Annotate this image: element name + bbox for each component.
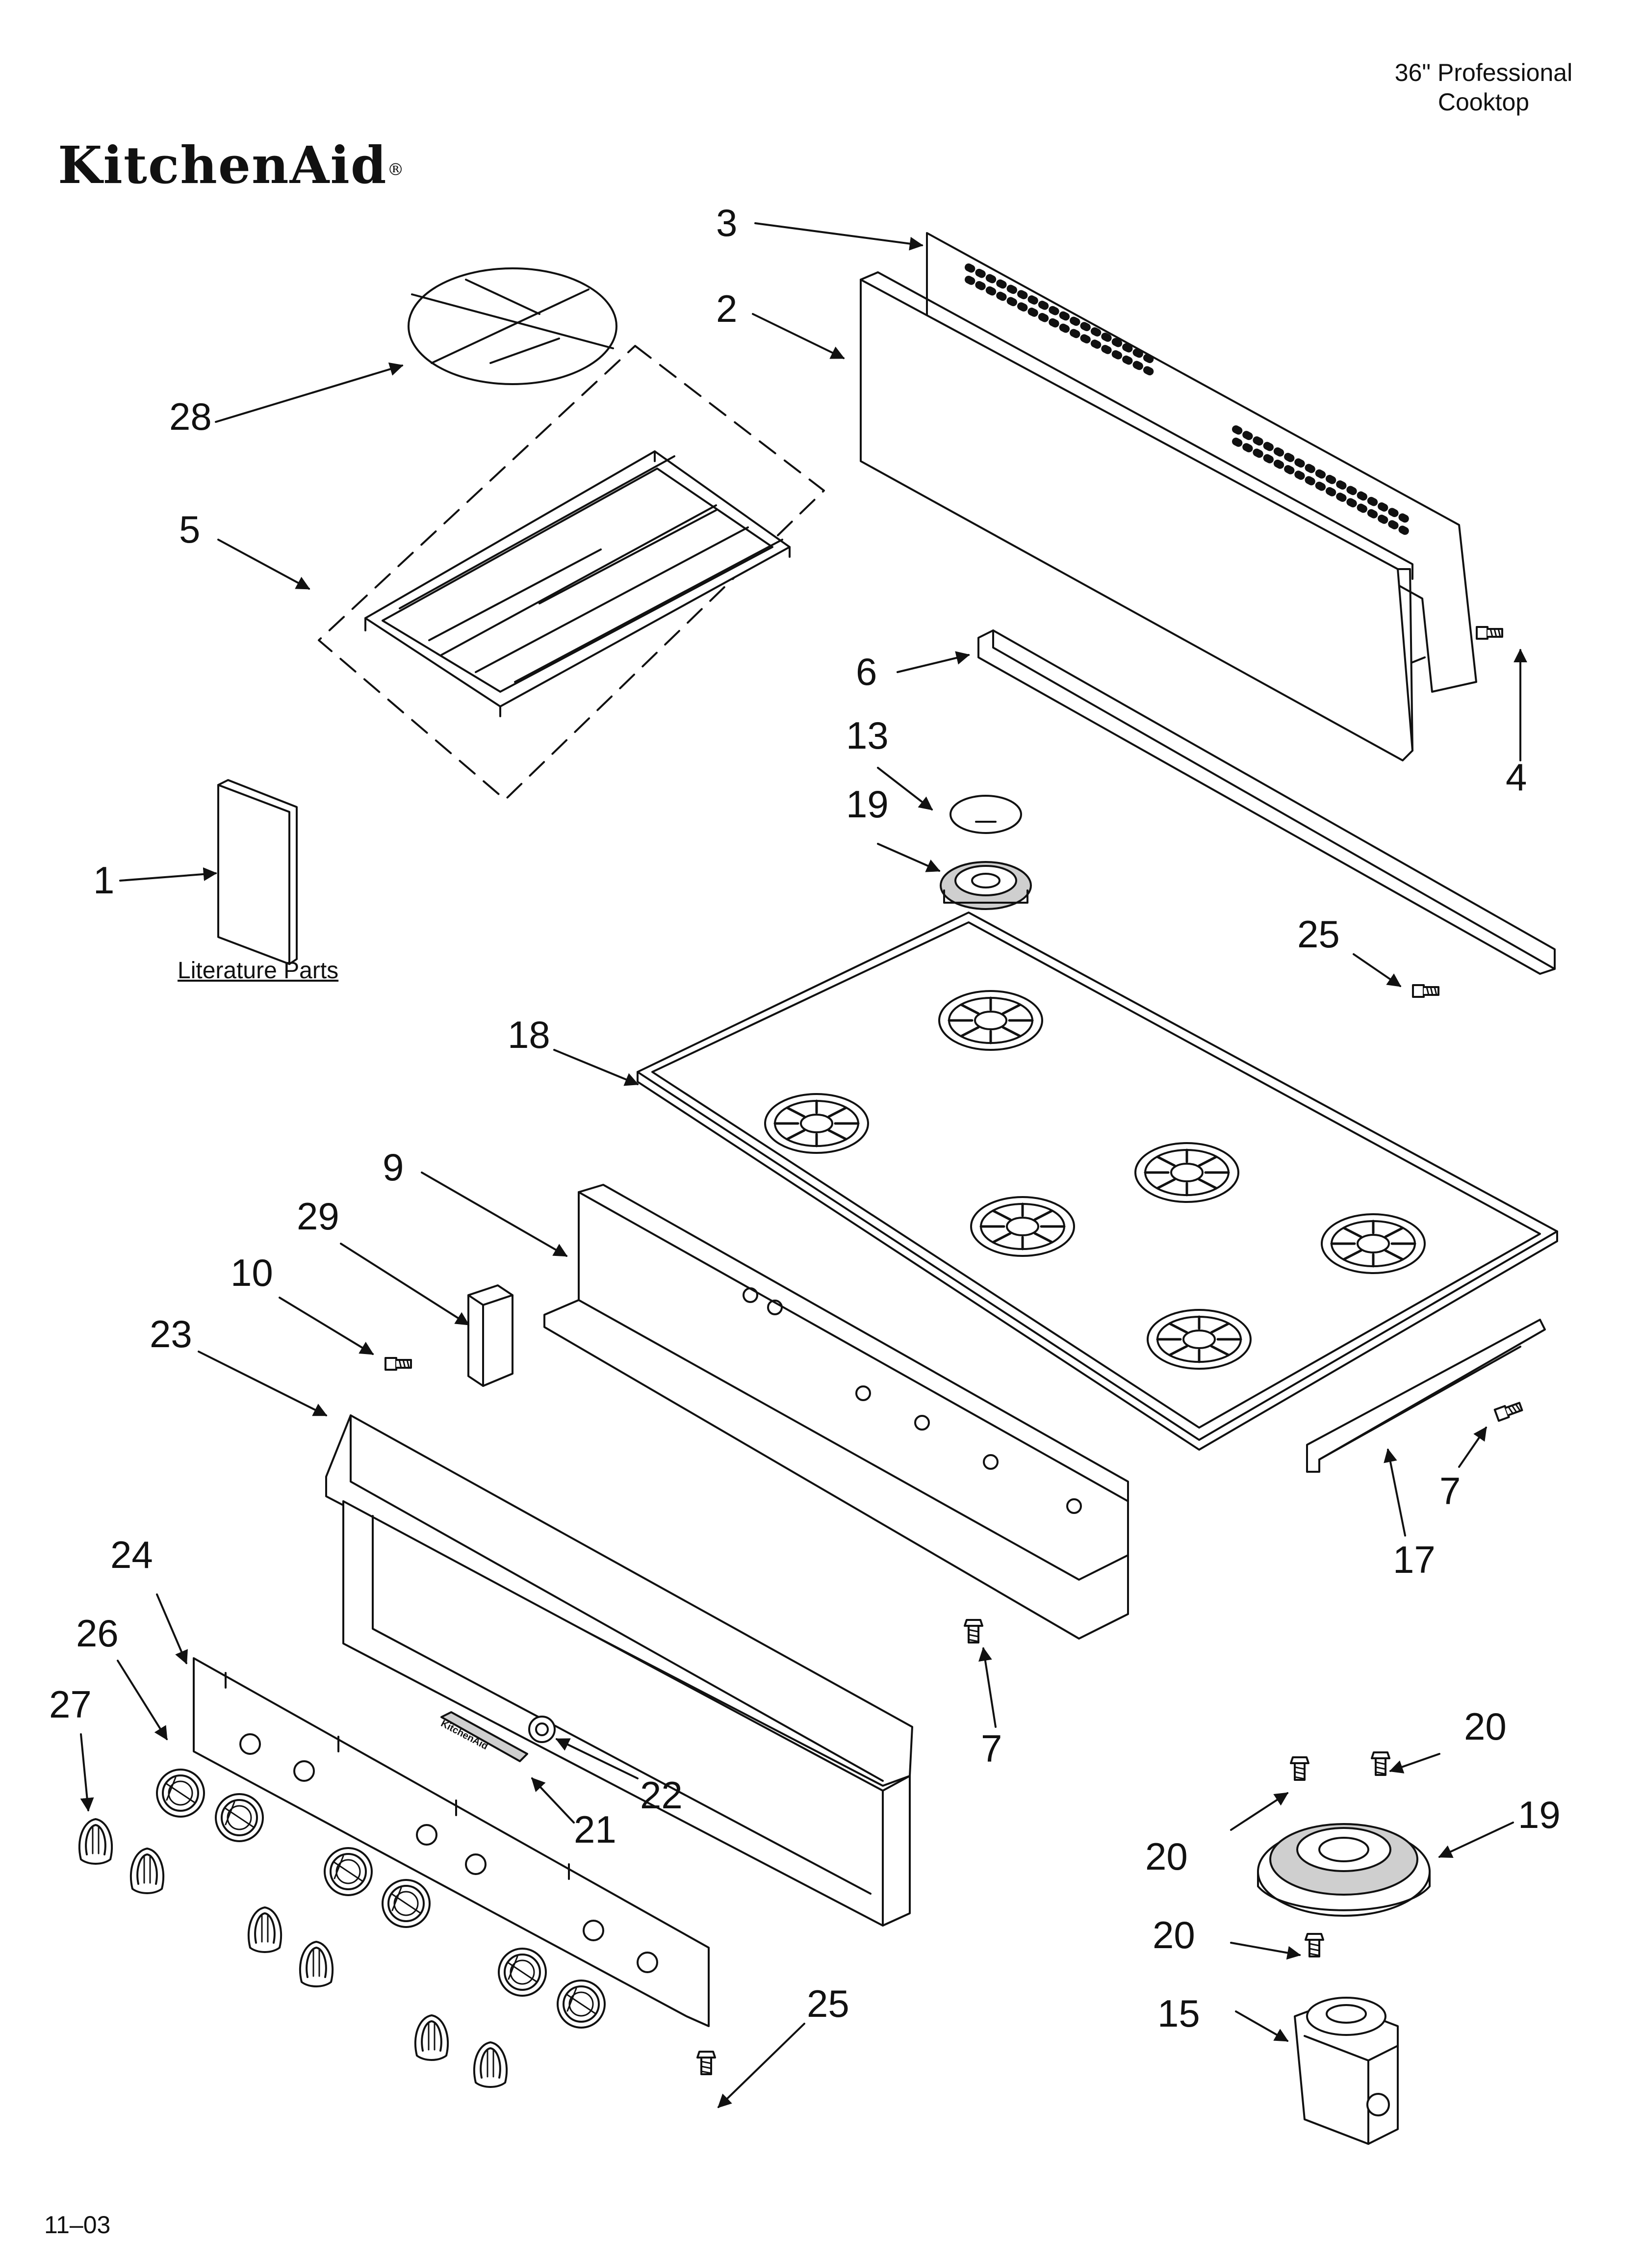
callout-1: 1 — [93, 859, 115, 902]
control-bracket-part-9 — [543, 1184, 1129, 1666]
callout-13: 13 — [846, 714, 889, 757]
backguard-part-2 — [860, 271, 1426, 761]
callout-3: 3 — [716, 201, 738, 244]
subtitle-line-2: Cooktop — [1437, 88, 1530, 116]
callout-25-bottom: 25 — [807, 1982, 849, 2025]
callout-26: 26 — [76, 1612, 119, 1655]
callout-4: 4 — [1506, 756, 1527, 799]
callout-19-bottom: 19 — [1518, 1793, 1561, 1836]
screw-part-10 — [385, 1357, 412, 1371]
screw-part-25-top — [1412, 984, 1439, 998]
callout-5: 5 — [179, 508, 201, 551]
callout-24: 24 — [110, 1533, 153, 1576]
manifold-panel-part-23 — [325, 1414, 913, 1927]
screw-part-7-bottom — [964, 1619, 983, 1643]
subtitle-line-1: 36" Professional — [1394, 59, 1573, 86]
callout-29: 29 — [297, 1195, 339, 1238]
screw-part-20-a — [1290, 1756, 1309, 1781]
screw-part-4 — [1476, 626, 1503, 640]
callout-7-right: 7 — [1439, 1469, 1461, 1512]
callout-19-top: 19 — [846, 782, 889, 826]
control-panel-part-24 — [193, 1657, 710, 2027]
callout-20-b: 20 — [1145, 1835, 1188, 1878]
callout-25-top: 25 — [1297, 912, 1340, 956]
callout-23: 23 — [150, 1312, 192, 1356]
brand-logo: KitchenAid® — [58, 140, 405, 191]
callout-20-c: 20 — [1153, 1913, 1195, 1956]
screw-part-20-c — [1305, 1933, 1324, 1957]
nameplate-badge-part-21 — [440, 1711, 528, 1762]
burner-base-part-15 — [1294, 1997, 1399, 2145]
page-subtitle: 36" Professional Cooktop — [1368, 58, 1599, 117]
callout-28: 28 — [169, 395, 212, 438]
callout-6: 6 — [856, 650, 877, 693]
callout-17: 17 — [1393, 1538, 1436, 1581]
registered-mark: ® — [387, 159, 405, 180]
nut-part-22 — [528, 1716, 556, 1743]
callout-7-bottom: 7 — [981, 1727, 1002, 1770]
callout-15: 15 — [1157, 1992, 1200, 2035]
burner-head-part-19-bottom — [1257, 1823, 1431, 1917]
surface-grate-part-5 — [318, 345, 825, 801]
screw-part-20-b — [1371, 1751, 1390, 1776]
callout-20-a: 20 — [1464, 1705, 1507, 1748]
callout-27: 27 — [49, 1683, 92, 1726]
callout-10: 10 — [231, 1251, 273, 1294]
grate-pad-part-28 — [408, 267, 617, 385]
burner-cap-part-13 — [949, 795, 1022, 834]
screw-part-7-right — [1493, 1400, 1524, 1422]
callout-2: 2 — [716, 287, 738, 330]
callout-22: 22 — [640, 1773, 683, 1817]
screw-part-25-bottom — [696, 2051, 716, 2075]
callout-9: 9 — [383, 1146, 404, 1189]
side-trim-strip-part-17 — [1306, 1319, 1546, 1473]
brand-logo-text: KitchenAid — [58, 135, 387, 195]
burner-head-part-19-top — [940, 861, 1032, 910]
leader-arrows — [80, 222, 1527, 2108]
rear-trim-bar-part-6 — [977, 629, 1556, 975]
spark-module-part-29 — [467, 1284, 513, 1387]
literature-parts-part-1 — [217, 779, 298, 965]
date-code: 11–03 — [44, 2211, 111, 2239]
callout-21: 21 — [574, 1808, 616, 1851]
literature-parts-label: Literature Parts — [178, 958, 339, 984]
callout-18: 18 — [508, 1013, 550, 1056]
